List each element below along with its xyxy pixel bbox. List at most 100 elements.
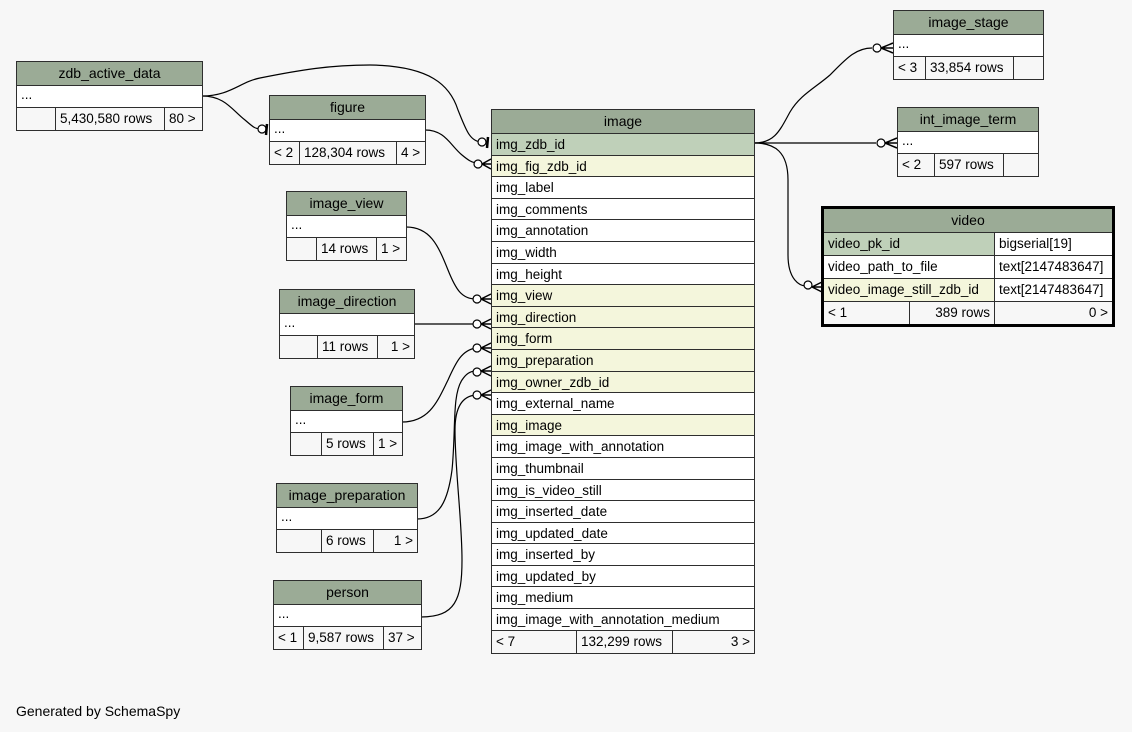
crows-foot-icon xyxy=(811,281,823,293)
table-footer: < 3 33,854 rows xyxy=(894,57,1043,79)
parents-count[interactable] xyxy=(287,238,317,260)
column-img-preparation[interactable]: img_preparation xyxy=(492,349,754,372)
table-name[interactable]: image xyxy=(492,110,754,134)
children-count[interactable]: 1 > xyxy=(381,241,401,256)
table-name[interactable]: image_form xyxy=(291,387,402,411)
parents-count[interactable]: < 2 xyxy=(270,142,300,164)
table-name[interactable]: figure xyxy=(270,96,425,120)
column-img-form[interactable]: img_form xyxy=(492,328,754,350)
parents-count[interactable]: < 2 xyxy=(898,154,935,176)
table-name[interactable]: image_view xyxy=(287,192,406,216)
parents-count[interactable] xyxy=(277,530,322,552)
table-name[interactable]: video xyxy=(824,209,1112,233)
connector-zdb-active-data-to-image xyxy=(201,64,483,143)
parents-count[interactable]: < 1 xyxy=(274,627,304,649)
column-img-fig-zdb-id[interactable]: img_fig_zdb_id xyxy=(492,155,754,178)
parents-count[interactable]: < 1 xyxy=(824,302,910,324)
table-footer: 5,430,580 rows 80 > xyxy=(17,108,202,130)
table-footer: < 7 132,299 rows 3 > xyxy=(492,630,754,653)
optional-marker-icon xyxy=(472,319,482,329)
table-name[interactable]: person xyxy=(274,581,421,605)
column-name: video_path_to_file xyxy=(824,256,995,278)
column-img-zdb-id[interactable]: img_zdb_id xyxy=(492,134,754,156)
columns-placeholder: ... xyxy=(291,411,402,433)
parents-count[interactable] xyxy=(280,336,318,358)
row-count: 128,304 rows xyxy=(300,142,397,164)
column-img-inserted-date[interactable]: img_inserted_date xyxy=(492,501,754,523)
parents-count[interactable] xyxy=(17,108,56,130)
connector-image-preparation-to-image xyxy=(416,370,477,520)
column-name: video_pk_id xyxy=(824,233,995,255)
column-img-medium[interactable]: img_medium xyxy=(492,587,754,610)
column-img-inserted-by[interactable]: img_inserted_by xyxy=(492,544,754,566)
table-image-direction[interactable]: image_direction ... 11 rows 1 > xyxy=(279,289,415,359)
table-name[interactable]: image_preparation xyxy=(277,484,417,508)
column-img-updated-date[interactable]: img_updated_date xyxy=(492,522,754,545)
crows-foot-icon xyxy=(481,158,492,170)
parents-count[interactable] xyxy=(291,433,322,455)
children-count[interactable]: 3 > xyxy=(730,633,750,649)
table-image-form[interactable]: image_form ... 5 rows 1 > xyxy=(290,386,403,456)
column-img-is-video-still[interactable]: img_is_video_still xyxy=(492,479,754,502)
column-img-image[interactable]: img_image xyxy=(492,414,754,437)
column-img-owner-zdb-id[interactable]: img_owner_zdb_id xyxy=(492,371,754,394)
table-image-view[interactable]: image_view ... 14 rows 1 > xyxy=(286,191,407,261)
column-img-width[interactable]: img_width xyxy=(492,241,754,264)
column-img-comments[interactable]: img_comments xyxy=(492,198,754,221)
table-footer: < 1 389 rows 0 > xyxy=(824,302,1112,324)
children-count[interactable] xyxy=(1004,154,1038,176)
column-img-updated-by[interactable]: img_updated_by xyxy=(492,565,754,588)
optional-marker-icon xyxy=(257,124,267,134)
crows-foot-icon xyxy=(480,318,492,330)
column-img-label[interactable]: img_label xyxy=(492,177,754,199)
children-count[interactable] xyxy=(1014,57,1043,79)
column-img-height[interactable]: img_height xyxy=(492,263,754,286)
optional-marker-icon xyxy=(477,137,487,147)
table-zdb-active-data[interactable]: zdb_active_data ... 5,430,580 rows 80 > xyxy=(16,61,203,131)
table-image-preparation[interactable]: image_preparation ... 6 rows 1 > xyxy=(276,483,418,553)
table-name[interactable]: image_stage xyxy=(894,11,1043,35)
column-img-image-with-annotation-medium[interactable]: img_image_with_annotation_medium xyxy=(492,609,754,631)
row-count: 9,587 rows xyxy=(304,627,384,649)
parents-count[interactable]: < 7 xyxy=(492,630,577,653)
table-name[interactable]: int_image_term xyxy=(898,108,1038,132)
column-img-image-with-annotation[interactable]: img_image_with_annotation xyxy=(492,436,754,458)
table-figure[interactable]: figure ... < 2 128,304 rows 4 > xyxy=(269,95,426,165)
children-count[interactable]: 1 > xyxy=(390,339,410,354)
row-count: 389 rows xyxy=(910,302,995,324)
column-img-thumbnail[interactable]: img_thumbnail xyxy=(492,457,754,480)
column-img-annotation[interactable]: img_annotation xyxy=(492,220,754,242)
optional-marker-icon xyxy=(472,294,482,304)
columns-placeholder: ... xyxy=(270,120,425,142)
optional-marker-icon xyxy=(472,367,482,377)
children-count[interactable]: 4 > xyxy=(401,145,421,160)
children-count[interactable]: 0 > xyxy=(1088,305,1108,320)
table-footer: < 1 9,587 rows 37 > xyxy=(274,627,421,649)
column-img-direction[interactable]: img_direction xyxy=(492,306,754,329)
columns-placeholder: ... xyxy=(280,314,414,336)
children-count[interactable]: 1 > xyxy=(378,436,398,451)
table-int-image-term[interactable]: int_image_term ... < 2 597 rows xyxy=(897,107,1039,177)
children-count[interactable]: 1 > xyxy=(393,533,413,548)
generated-by-note: Generated by SchemaSpy xyxy=(16,703,181,719)
column-img-external-name[interactable]: img_external_name xyxy=(492,393,754,415)
columns-placeholder: ... xyxy=(894,35,1043,57)
crows-foot-icon xyxy=(880,42,894,54)
parents-count[interactable]: < 3 xyxy=(894,57,926,79)
children-count[interactable]: 37 > xyxy=(388,630,415,645)
table-person[interactable]: person ... < 1 9,587 rows 37 > xyxy=(273,580,422,650)
table-image-stage[interactable]: image_stage ... < 3 33,854 rows xyxy=(893,10,1044,80)
table-footer: 11 rows 1 > xyxy=(280,336,414,358)
row-count: 132,299 rows xyxy=(577,630,673,653)
table-name[interactable]: zdb_active_data xyxy=(17,62,202,86)
column-img-view[interactable]: img_view xyxy=(492,285,754,307)
children-count[interactable]: 80 > xyxy=(169,111,196,126)
table-name[interactable]: image_direction xyxy=(280,290,414,314)
